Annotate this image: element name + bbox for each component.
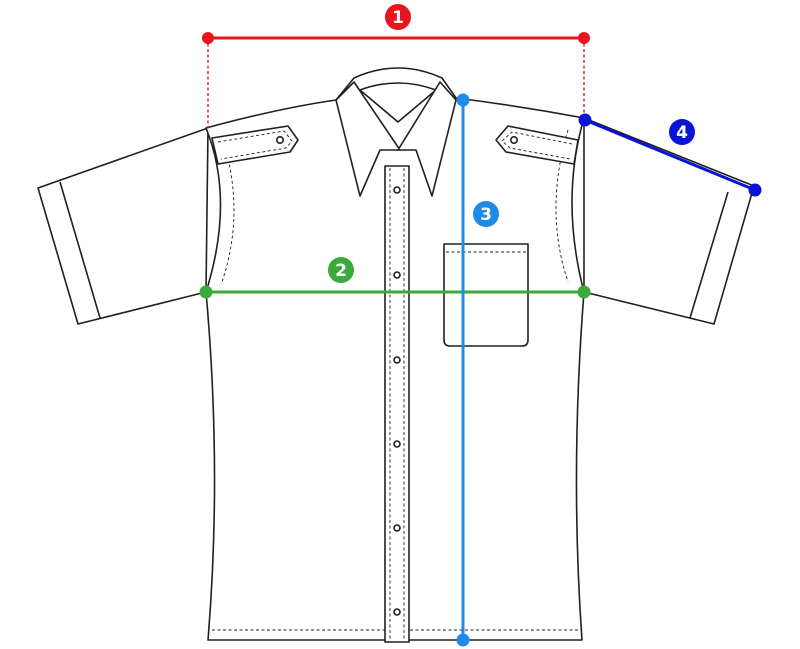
right-epaulette (495, 125, 579, 165)
svg-text:2: 2 (335, 261, 347, 281)
measure-endpoint (577, 285, 591, 299)
svg-text:3: 3 (480, 205, 492, 225)
shirt-button (393, 356, 401, 364)
badge-4: 4 (669, 119, 695, 145)
chest-pocket (443, 243, 529, 347)
badge-3: 3 (473, 201, 499, 227)
measure-endpoint (199, 285, 213, 299)
shirt-button (393, 271, 401, 279)
measurement-2-chest-width: 2 (199, 257, 591, 299)
left-sleeve (37, 127, 209, 325)
measure-endpoint (578, 113, 592, 127)
svg-text:4: 4 (676, 123, 688, 143)
measurement-4-sleeve-length: 4 (578, 113, 762, 197)
badge-2: 2 (328, 257, 354, 283)
measure-endpoint (748, 183, 762, 197)
measurement-1-shoulder-width: 1 (202, 4, 590, 128)
measurement-3-body-length: 3 (456, 93, 499, 647)
svg-text:1: 1 (392, 8, 404, 28)
measure-endpoint (456, 93, 470, 107)
shirt-button (393, 186, 401, 194)
left-epaulette (211, 125, 299, 165)
shirt-button (393, 440, 401, 448)
shirt-button (393, 608, 401, 616)
button-placket (384, 165, 410, 643)
shirt-button (393, 524, 401, 532)
right-sleeve (583, 117, 755, 325)
epaulette-button (509, 136, 518, 145)
epaulette-button (275, 136, 284, 145)
measure-endpoint (202, 32, 214, 44)
measure-endpoint (578, 32, 590, 44)
badge-1: 1 (385, 4, 411, 30)
collar (335, 67, 457, 197)
measure-endpoint (456, 633, 470, 647)
